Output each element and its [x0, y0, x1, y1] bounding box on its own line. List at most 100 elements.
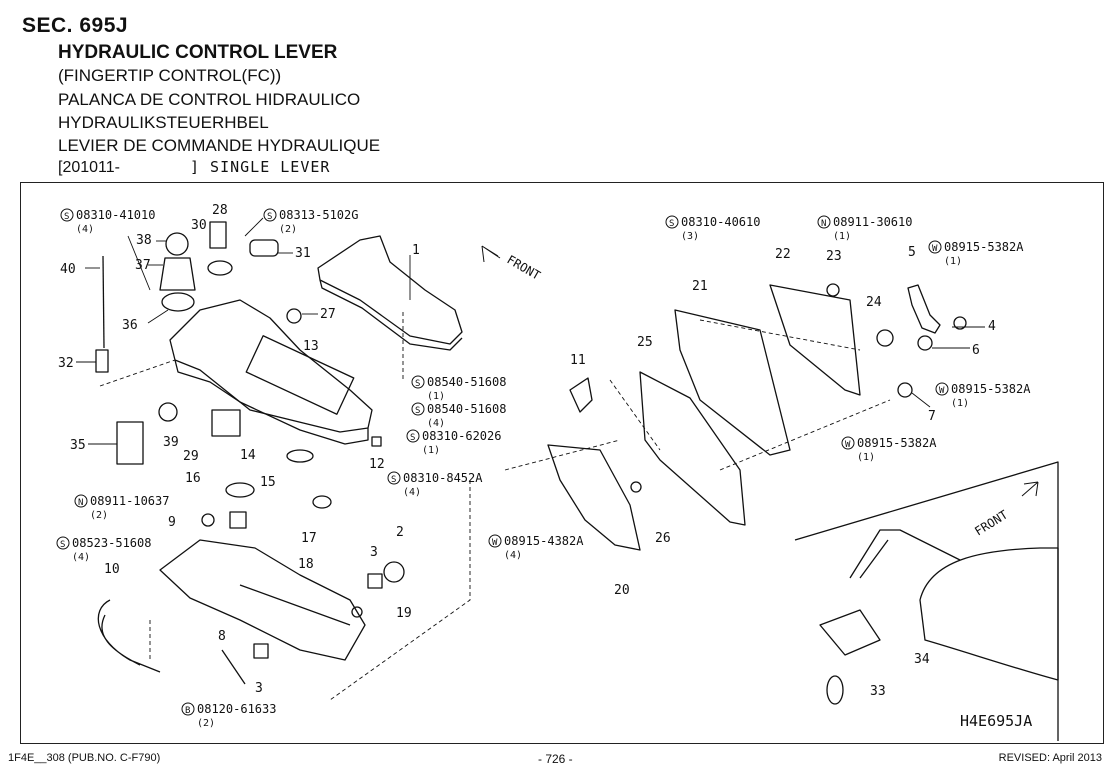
callout-32: 32 [58, 356, 74, 371]
lever-housing [169, 299, 373, 433]
svg-text:(1): (1) [857, 452, 875, 463]
callout-40: 40 [60, 262, 76, 277]
cap-30 [207, 260, 233, 276]
svg-text:(4): (4) [403, 487, 421, 498]
housing-cutout [245, 335, 355, 415]
callout-19: 19 [396, 606, 412, 621]
callout-20: 20 [614, 583, 630, 598]
std-part-08540-51608-b: S 08540-51608 (4) [411, 402, 506, 429]
inset-bracket [849, 529, 961, 579]
base-plate-rail [239, 584, 351, 626]
callout-36: 36 [122, 318, 138, 333]
bracket-plate-25 [639, 371, 746, 526]
svg-text:N: N [78, 498, 83, 508]
callout-6: 6 [972, 343, 980, 358]
switch-29 [211, 409, 241, 437]
callout-22: 22 [775, 247, 791, 262]
svg-text:08523-51608: 08523-51608 [72, 536, 151, 550]
svg-text:B: B [185, 706, 190, 716]
callout-18: 18 [298, 557, 314, 572]
callout-5: 5 [908, 245, 916, 260]
page-title: HYDRAULIC CONTROL LEVER [58, 42, 338, 63]
callout-24: 24 [866, 295, 882, 310]
bolt-19 [351, 606, 363, 618]
revision-date: REVISED: April 2013 [998, 752, 1102, 764]
callout-26: 26 [655, 531, 671, 546]
svg-text:(4): (4) [76, 224, 94, 235]
inset-key-33 [826, 675, 844, 705]
callout-9: 9 [168, 515, 176, 530]
clamp-16 [225, 482, 255, 498]
svg-text:(2): (2) [197, 718, 215, 729]
publication-number: 1F4E__308 (PUB.NO. C-F790) [8, 752, 161, 764]
callout-14: 14 [240, 448, 256, 463]
callout-30: 30 [191, 218, 207, 233]
harness-10 [97, 599, 161, 673]
svg-text:(4): (4) [504, 550, 522, 561]
clip-12 [371, 436, 382, 447]
callout-3a: 3 [370, 545, 378, 560]
front-arrow [481, 245, 501, 263]
bracket-plate-22 [769, 284, 861, 396]
std-part-08540-51608-a: S 08540-51608 (1) [411, 375, 506, 402]
svg-text:W: W [939, 386, 945, 396]
svg-text:08915-5382A: 08915-5382A [944, 240, 1024, 254]
callout-12: 12 [369, 457, 385, 472]
inset-armrest [919, 547, 1059, 681]
switch-28 [209, 221, 227, 249]
svg-text:08310-62026: 08310-62026 [422, 429, 501, 443]
lever-5 [907, 284, 941, 334]
std-part-08310-40610: S 08310-40610 (3) [665, 215, 760, 242]
figure-code: H4E695JA [960, 712, 1032, 730]
callout-31: 31 [295, 246, 311, 261]
callout-38: 38 [136, 233, 152, 248]
nut-2 [383, 561, 405, 583]
svg-text:S: S [415, 406, 420, 416]
callout-11: 11 [570, 353, 586, 368]
diagram-frame [20, 182, 1104, 744]
front-label: FRONT [505, 252, 543, 282]
callout-28: 28 [212, 203, 228, 218]
callout-33: 33 [870, 684, 886, 699]
switch-39 [158, 402, 178, 422]
svg-text:08915-5382A: 08915-5382A [951, 382, 1031, 396]
serial-range-end: ] SINGLE LEVER [189, 158, 331, 176]
std-part-08911-10637: N 08911-10637 (2) [74, 494, 169, 521]
svg-text:08540-51608: 08540-51608 [427, 402, 506, 416]
svg-text:08911-30610: 08911-30610 [833, 215, 912, 229]
page-number: - 726 - [538, 752, 573, 766]
inset-frame [794, 461, 1059, 741]
switch-35 [116, 421, 144, 465]
callout-39: 39 [163, 435, 179, 450]
subtitle-spanish: PALANCA DE CONTROL HIDRAULICO [58, 90, 361, 109]
std-part-08915-5382A-top: W 08915-5382A (1) [928, 240, 1024, 267]
std-part-08915-5382A-mid: W 08915-5382A (1) [935, 382, 1031, 409]
subtitle-german: HYDRAULIKSTEUERHBEL [58, 113, 269, 132]
nut-4 [953, 316, 967, 330]
svg-text:S: S [669, 219, 674, 229]
svg-text:S: S [410, 433, 415, 443]
std-part-08310-8452A: S 08310-8452A (4) [387, 471, 483, 498]
svg-text:08915-4382A: 08915-4382A [504, 534, 584, 548]
bolt-8 [221, 649, 246, 685]
callout-25: 25 [637, 335, 653, 350]
cover-plate-20 [547, 444, 641, 551]
plate-3 [367, 573, 383, 589]
svg-text:08310-41010: 08310-41010 [76, 208, 155, 222]
std-part-08523-51608: S 08523-51608 (4) [56, 536, 151, 563]
callout-2: 2 [396, 525, 404, 540]
serial-range: [201011-] SINGLE LEVER [58, 158, 330, 177]
svg-text:W: W [932, 244, 938, 254]
svg-text:(3): (3) [681, 231, 699, 242]
callout-21: 21 [692, 279, 708, 294]
boot-37 [159, 257, 196, 291]
knob-24 [876, 329, 894, 347]
svg-text:(4): (4) [72, 552, 90, 563]
std-part-08310-62026: S 08310-62026 (1) [406, 429, 501, 456]
cover-31 [249, 239, 279, 257]
callout-34: 34 [914, 652, 930, 667]
svg-text:S: S [60, 540, 65, 550]
svg-text:(2): (2) [279, 224, 297, 235]
callout-29: 29 [183, 449, 199, 464]
callout-4: 4 [988, 319, 996, 334]
